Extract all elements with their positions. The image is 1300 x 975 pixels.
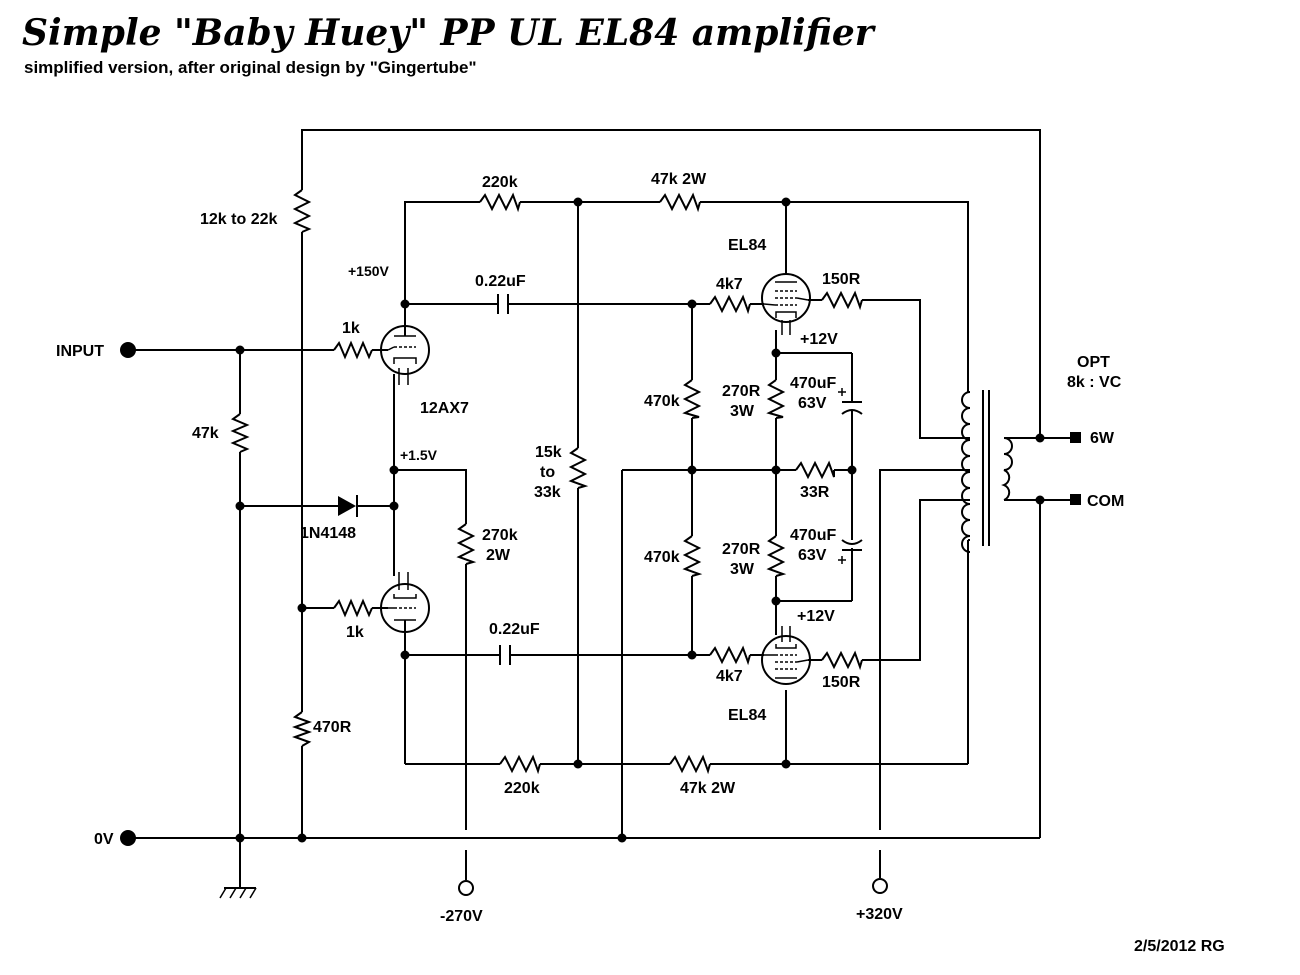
label-6w: 6W xyxy=(1090,430,1115,447)
label-12v-top: +12V xyxy=(800,331,838,348)
label-15k-3: 33k xyxy=(534,484,561,501)
resistor-270k xyxy=(456,523,477,565)
schematic-title: Simple "Baby Huey" PP UL EL84 amplifier xyxy=(22,12,874,54)
label-15k-1: 15k xyxy=(535,444,562,461)
plus320v-terminal xyxy=(872,878,888,894)
label-470uf-top-1: 470uF xyxy=(790,375,836,392)
label-150v: +150V xyxy=(348,263,390,279)
resistors xyxy=(230,189,863,775)
label-470uf-bottom-2: 63V xyxy=(798,547,827,564)
resistor-47k-2w-bottom xyxy=(669,754,711,775)
neg270v-terminal xyxy=(458,880,474,896)
resistor-4k7-top xyxy=(709,294,751,315)
label-150r-top: 150R xyxy=(822,271,861,288)
diode-1n4148 xyxy=(338,495,358,517)
resistor-270r-top xyxy=(766,379,786,419)
label-270r-bottom-2: 3W xyxy=(730,561,755,578)
resistor-33r xyxy=(795,460,835,480)
resistor-220k-bottom xyxy=(499,754,541,775)
label-47k: 47k xyxy=(192,425,219,442)
resistor-47k-2w-top xyxy=(659,192,701,213)
label-15k-2: to xyxy=(540,464,555,481)
label-4k7-top: 4k7 xyxy=(716,276,743,293)
resistor-470k-top xyxy=(682,379,702,419)
label-opt-1: OPT xyxy=(1077,354,1110,371)
label-4k7-bottom: 4k7 xyxy=(716,668,743,685)
label-022uf-top: 0.22uF xyxy=(475,273,526,290)
label-12ax7: 12AX7 xyxy=(420,400,469,417)
label-date: 2/5/2012 RG xyxy=(1134,938,1225,955)
label-270k-2: 2W xyxy=(486,547,511,564)
capacitor-470uf-top xyxy=(838,388,863,415)
label-12k-22k: 12k to 22k xyxy=(200,211,277,228)
resistor-150r-top xyxy=(821,290,863,311)
capacitor-022uf-bottom xyxy=(499,645,511,665)
capacitor-470uf-bottom xyxy=(838,539,863,564)
junction-dots xyxy=(235,197,1045,843)
label-150r-bottom: 150R xyxy=(822,674,861,691)
resistor-270r-bottom xyxy=(766,535,787,577)
label-1n4148: 1N4148 xyxy=(300,525,356,542)
tube-el84-bottom xyxy=(761,626,811,685)
resistor-470k-bottom xyxy=(682,535,703,577)
label-470k-bottom: 470k xyxy=(644,549,680,566)
label-470k-top: 470k xyxy=(644,393,680,410)
label-1k-top: 1k xyxy=(342,320,360,337)
component-labels: 12k to 22k +150V 220k 47k 2W 0.22uF EL84… xyxy=(56,171,1225,955)
label-470uf-top-2: 63V xyxy=(798,395,827,412)
capacitor-022uf-top xyxy=(497,294,509,314)
resistor-470r xyxy=(292,711,312,747)
label-com: COM xyxy=(1087,493,1124,510)
label-470r: 470R xyxy=(313,719,352,736)
resistor-1k-bottom xyxy=(333,598,373,618)
label-neg270v: -270V xyxy=(440,908,483,925)
label-022uf-bottom: 0.22uF xyxy=(489,621,540,638)
label-1k-bottom: 1k xyxy=(346,624,364,641)
resistor-12k-22k xyxy=(292,189,312,233)
input-terminal xyxy=(120,342,136,358)
label-0v: 0V xyxy=(94,831,114,848)
resistor-150r-bottom xyxy=(821,650,863,671)
label-1-5v: +1.5V xyxy=(400,447,438,463)
resistor-4k7-bottom xyxy=(709,645,751,666)
label-270r-top-1: 270R xyxy=(722,383,761,400)
resistor-15k-33k xyxy=(568,447,589,489)
tube-12ax7-top xyxy=(380,320,430,385)
label-12v-bottom: +12V xyxy=(797,608,835,625)
label-el84-bottom: EL84 xyxy=(728,707,766,724)
output-6w-terminal xyxy=(1070,432,1081,443)
resistor-220k-top xyxy=(479,192,521,213)
label-33r: 33R xyxy=(800,484,830,501)
label-opt-2: 8k : VC xyxy=(1067,374,1122,391)
terminals xyxy=(120,342,1081,896)
label-270r-top-2: 3W xyxy=(730,403,755,420)
output-transformer xyxy=(961,390,1013,553)
label-220k-bottom: 220k xyxy=(504,780,540,797)
capacitors xyxy=(497,294,863,665)
resistor-1k-top xyxy=(333,340,373,360)
resistor-47k xyxy=(230,413,250,453)
label-470uf-bottom-1: 470uF xyxy=(790,527,836,544)
label-el84-top: EL84 xyxy=(728,237,766,254)
tube-12ax7-bottom xyxy=(380,572,430,633)
wires xyxy=(128,129,1072,899)
tube-el84-top xyxy=(761,273,811,335)
label-270k-1: 270k xyxy=(482,527,518,544)
zero-v-terminal xyxy=(120,830,136,846)
label-47k2w-bottom: 47k 2W xyxy=(680,780,736,797)
label-220k-top: 220k xyxy=(482,174,518,191)
schematic-subtitle: simplified version, after original desig… xyxy=(24,58,477,77)
output-com-terminal xyxy=(1070,494,1081,505)
label-plus320v: +320V xyxy=(856,906,903,923)
label-47k2w-top: 47k 2W xyxy=(651,171,707,188)
label-270r-bottom-1: 270R xyxy=(722,541,761,558)
label-input: INPUT xyxy=(56,343,104,360)
